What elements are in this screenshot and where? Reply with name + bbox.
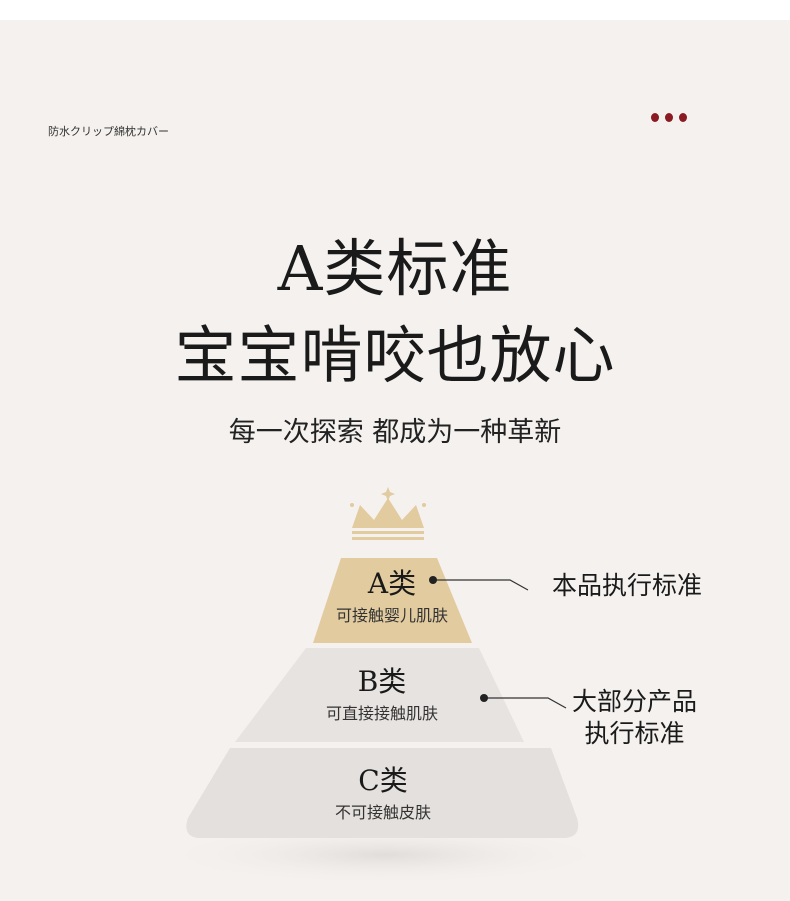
tier-b: B类 可直接接触肌肤 xyxy=(282,666,482,724)
brand-label: 防水クリップ綿枕カバー xyxy=(48,125,169,138)
callout-a-label: 本品执行标准 xyxy=(552,570,702,602)
tier-b-shape xyxy=(235,648,524,742)
tier-a: A类 可接触婴儿肌肤 xyxy=(292,568,492,626)
headline-line2: 宝宝啃咬也放心 xyxy=(174,319,616,392)
tier-b-title: B类 xyxy=(357,665,407,698)
tier-c-shape xyxy=(186,748,579,838)
tier-c-desc: 不可接触皮肤 xyxy=(334,803,431,822)
tier-c: C类 不可接触皮肤 xyxy=(283,765,483,823)
headline-line1: A类标准 xyxy=(277,232,513,305)
callout-line-b xyxy=(484,697,567,709)
top-strip xyxy=(0,0,790,20)
tier-a-desc: 可接触婴儿肌肤 xyxy=(335,606,448,625)
callout-a-line: 本品执行标准 xyxy=(552,571,703,600)
callout-line-a xyxy=(433,579,529,591)
tier-a-title: A类 xyxy=(367,567,417,600)
crown-icon xyxy=(350,487,426,540)
subtitle: 每一次探索 都成为一种革新 xyxy=(228,417,562,448)
pyramid-shadow xyxy=(155,825,615,885)
more-dots-icon[interactable] xyxy=(651,113,687,122)
callout-b-line1: 大部分产品 xyxy=(572,687,698,716)
callout-b-line2: 执行标准 xyxy=(584,719,685,748)
tier-b-desc: 可直接接触肌肤 xyxy=(325,704,438,723)
tier-c-title: C类 xyxy=(358,764,408,797)
callout-b-label: 大部分产品 执行标准 xyxy=(572,686,697,750)
